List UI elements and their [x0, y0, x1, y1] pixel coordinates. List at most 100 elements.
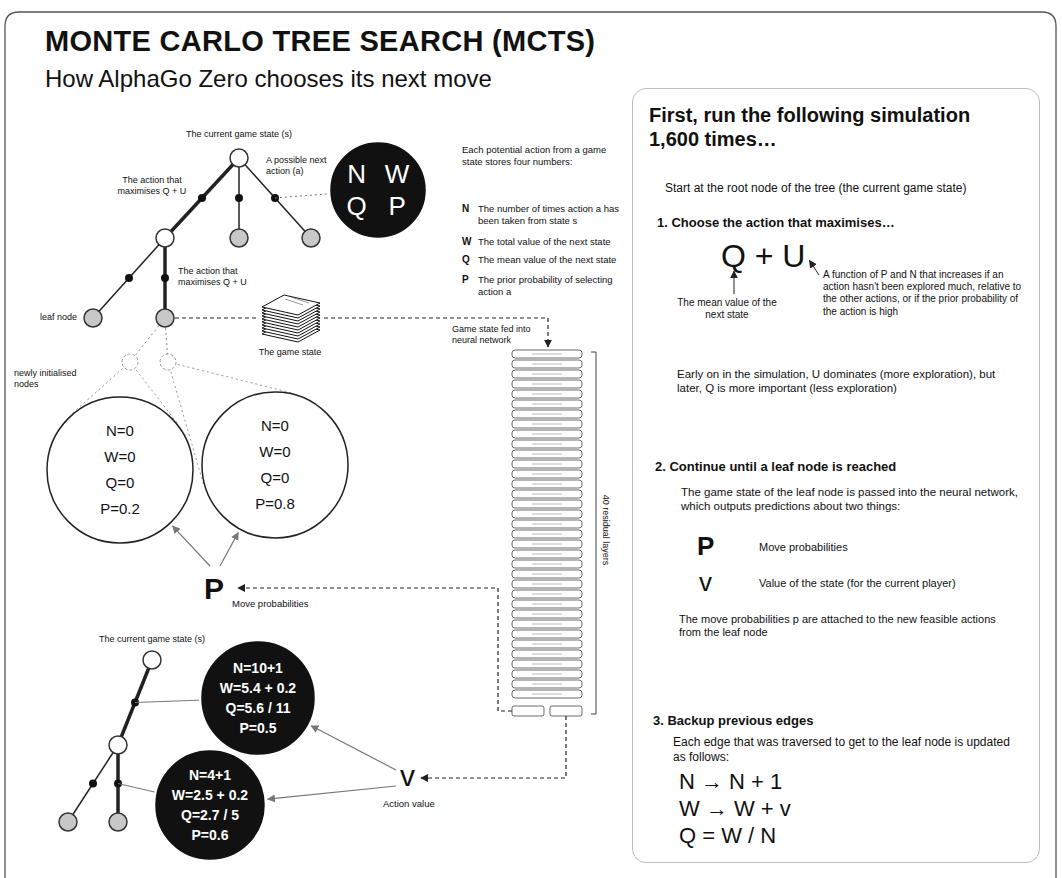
- stat-value: Q=0: [106, 470, 135, 496]
- step-heading: 1. Choose the action that maximises…: [657, 215, 895, 231]
- symbol-label: Value of the state (for the current play…: [759, 577, 956, 590]
- edge-dot: [198, 194, 206, 202]
- residual-layer: [512, 610, 582, 618]
- edge-dot: [89, 780, 97, 788]
- symbol: P: [697, 531, 714, 563]
- tree-edge: [68, 745, 118, 822]
- circle-outline: [155, 750, 265, 860]
- title: MONTE CARLO TREE SEARCH (MCTS): [45, 24, 595, 59]
- residual-layer: [512, 410, 582, 418]
- layer-mark: [532, 364, 562, 365]
- layer-mark: [532, 574, 562, 575]
- annotation: The mean value of the next state: [677, 297, 777, 321]
- node-label: newly initialised nodes: [14, 368, 98, 390]
- edge-label: The action that maximises Q + U: [178, 266, 248, 288]
- leader-line: [118, 784, 154, 793]
- formula: N → N + 1: [679, 769, 782, 796]
- key-intro: Each potential action from a game state …: [462, 144, 612, 167]
- illustration-label: The game state: [240, 347, 340, 358]
- leader-arrow: [809, 260, 819, 275]
- key-text: The number of times action a has been ta…: [478, 203, 623, 226]
- stat-value: Q=5.6 / 11: [226, 698, 291, 718]
- layer-bracket: [591, 352, 596, 714]
- stat-value: W=2.5 + 0.2: [172, 785, 248, 805]
- residual-layer: [512, 370, 582, 378]
- layer-mark: [532, 554, 562, 555]
- selected-edge: [165, 158, 239, 238]
- layer-mark: [532, 614, 562, 615]
- layer-mark: [532, 504, 562, 505]
- key-text: The mean value of the next state: [478, 254, 623, 266]
- layer-mark: [532, 674, 562, 675]
- tree-node: [230, 229, 248, 247]
- tree-node: [230, 149, 248, 167]
- leaf-node: [109, 813, 127, 831]
- leaf-node: [84, 309, 102, 327]
- leader-arrow: [734, 271, 735, 294]
- text-stack: N=0W=0Q=0P=0.2: [46, 396, 194, 544]
- residual-layer: [512, 640, 582, 648]
- circle-outline: [201, 641, 315, 755]
- stat-value: W=5.4 + 0.2: [220, 678, 296, 698]
- text-stack: N=0W=0Q=0P=0.8: [201, 391, 349, 539]
- residual-layer: [512, 630, 582, 638]
- step-heading: 2. Continue until a leaf node is reached: [655, 459, 896, 475]
- residual-layer: [512, 390, 582, 398]
- value-arrow: [421, 716, 566, 778]
- key-text: The total value of the next state: [478, 236, 623, 248]
- leader-line: [275, 194, 329, 198]
- edge-dot: [125, 274, 133, 282]
- stat-value: P=0.2: [100, 496, 140, 522]
- residual-layer: [512, 600, 582, 608]
- circle-shape: [202, 392, 348, 538]
- stat-value: N=0: [106, 418, 134, 444]
- circle-shape: [156, 751, 264, 859]
- formula: W → W + v: [679, 796, 791, 823]
- edge-stats-circle: N=10+1W=5.4 + 0.2Q=5.6 / 11P=0.5: [201, 641, 315, 755]
- edge-dot: [161, 274, 169, 282]
- layer-mark: [532, 434, 562, 435]
- text-stack: NWQP: [330, 142, 426, 238]
- step-heading: 3. Backup previous edges: [653, 713, 813, 729]
- layer-mark: [532, 664, 562, 665]
- new-node-circle: N=0W=0Q=0P=0.8: [201, 391, 349, 539]
- residual-layer: [512, 440, 582, 448]
- layer-mark: [532, 624, 562, 625]
- residual-layer: [512, 500, 582, 508]
- edge-label: The action that maximises Q + U: [110, 175, 194, 197]
- residual-layer: [512, 540, 582, 548]
- instruction: Start at the root node of the tree (the …: [665, 181, 1035, 196]
- layer-mark: [532, 394, 562, 395]
- flow-arrow: [324, 318, 548, 347]
- key-text: The prior probability of selecting actio…: [478, 274, 623, 297]
- circle-outline: [330, 142, 426, 238]
- panel-heading: First, run the following simulation 1,60…: [649, 103, 1024, 152]
- leaf-node: [59, 813, 77, 831]
- output-symbol: v: [400, 758, 415, 795]
- leader-line: [135, 700, 199, 702]
- residual-layer: [512, 520, 582, 528]
- leaf-node: [156, 309, 174, 327]
- symbol: v: [699, 567, 712, 599]
- layer-mark: [532, 474, 562, 475]
- instruction: Each edge that was traversed to get to t…: [673, 735, 1018, 764]
- stat-value: P=0.8: [255, 491, 295, 517]
- residual-layer: [512, 560, 582, 568]
- layer-mark: [532, 404, 562, 405]
- circle-shape: [202, 642, 314, 754]
- circle-shape: [47, 397, 193, 543]
- layer-mark: [532, 514, 562, 515]
- layer-mark: [532, 494, 562, 495]
- value-arrow: [311, 726, 396, 770]
- layer-mark: [532, 384, 562, 385]
- stat-value: P=0.6: [192, 825, 229, 845]
- network-label: 40 residual layers: [601, 495, 612, 566]
- tree-edge: [93, 238, 165, 318]
- residual-layer: [512, 690, 582, 698]
- tree-label: The current game state (s): [174, 129, 304, 140]
- layer-mark: [532, 374, 562, 375]
- residual-layer: [512, 470, 582, 478]
- residual-layer: [512, 380, 582, 388]
- residual-layer: [512, 670, 582, 678]
